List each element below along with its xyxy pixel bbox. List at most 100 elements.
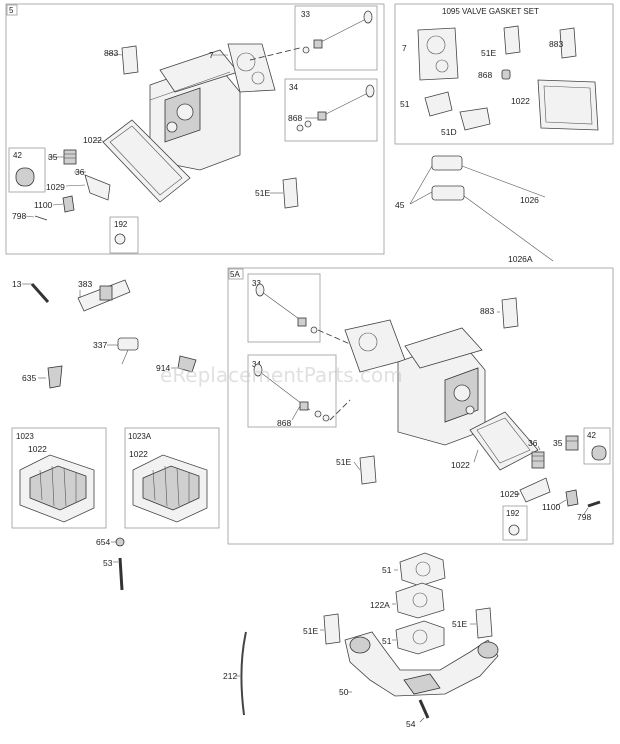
gasket-51e-upper: [282, 177, 299, 209]
label-337: 337: [93, 340, 107, 350]
rocker-stud-1100-upper: [62, 195, 75, 213]
label-1022: 1022: [451, 460, 470, 470]
group-box-34-lower: [247, 354, 337, 428]
label-212: 212: [223, 671, 237, 681]
label-51e: 51E: [452, 619, 467, 629]
label-7: 7: [402, 43, 407, 53]
gasket-set-7: [417, 27, 459, 81]
group-box-5: [5, 3, 385, 255]
fitting-635: [47, 365, 63, 389]
group-box-1023: [11, 427, 107, 529]
clip-914: [177, 355, 197, 373]
group-box-192-upper: [109, 216, 139, 254]
label-45: 45: [395, 200, 405, 210]
label-51e: 51E: [336, 457, 351, 467]
label-1026: 1026: [520, 195, 539, 205]
bolt-13: [30, 283, 50, 303]
group-title-1023: 1023: [16, 432, 34, 441]
label-51: 51: [382, 565, 392, 575]
gasket-set-868: [501, 69, 511, 80]
label-51: 51: [400, 99, 410, 109]
label-1022: 1022: [28, 444, 47, 454]
group-tag-5: [6, 4, 18, 16]
stud-53: [118, 557, 124, 591]
group-box-42-lower: [583, 427, 611, 465]
label-54: 54: [406, 719, 416, 729]
gasket-122a: [395, 582, 445, 619]
nut-192-lower: [508, 524, 520, 536]
group-title-33-upper: 33: [301, 10, 310, 19]
label-883: 883: [104, 48, 118, 58]
valve-33-upper: [302, 10, 373, 54]
group-box-42-upper: [8, 147, 46, 193]
group-title-33-lower: 33: [252, 279, 261, 288]
label-7: 7: [209, 50, 214, 60]
label-883: 883: [549, 39, 563, 49]
spring-35-upper: [63, 149, 77, 165]
group-box-gasket-set: [394, 3, 614, 145]
gasket-set-51: [424, 91, 453, 117]
group-title-gasket-set: 1095 VALVE GASKET SET: [442, 7, 539, 16]
retainer-42-upper: [15, 167, 35, 187]
label-798: 798: [577, 512, 591, 522]
label-122a: 122A: [370, 600, 390, 610]
group-title-192-lower: 192: [506, 509, 520, 518]
retainer-42-lower: [591, 445, 607, 461]
label-51e: 51E: [481, 48, 496, 58]
cylinder-head-lower: [397, 327, 486, 446]
label-1022: 1022: [511, 96, 530, 106]
nut-654: [115, 537, 125, 547]
nut-192-upper: [114, 233, 126, 245]
group-title-42-lower: 42: [587, 431, 596, 440]
valve-cover-1023a: [132, 454, 208, 523]
bolt-798-lower: [587, 500, 601, 508]
label-1029: 1029: [46, 182, 65, 192]
label-36: 36: [75, 167, 85, 177]
breather-383: [77, 279, 131, 312]
label-53: 53: [103, 558, 113, 568]
wire-212: [240, 631, 247, 716]
label-1100: 1100: [542, 502, 561, 512]
rocker-arm-1029-lower: [519, 477, 551, 503]
label-35: 35: [553, 438, 563, 448]
label-798: 798: [12, 211, 26, 221]
label-635: 635: [22, 373, 36, 383]
label-13: 13: [12, 279, 22, 289]
group-title-1023a: 1023A: [128, 432, 152, 441]
spring-36-lower: [531, 451, 545, 469]
gasket-1022-lower: [469, 411, 539, 471]
label-51e: 51E: [255, 188, 270, 198]
gasket-51e-lower: [359, 455, 377, 485]
rocker-arm-1029-upper: [84, 174, 111, 201]
valve-34-upper: [296, 84, 375, 132]
group-box-192-lower: [502, 505, 528, 541]
cylinder-head-upper: [149, 49, 241, 171]
label-868: 868: [277, 418, 291, 428]
gasket-set-883: [559, 27, 577, 59]
label-383: 383: [78, 279, 92, 289]
label-914: 914: [156, 363, 170, 373]
exhaust-manifold-50: [344, 631, 499, 697]
gasket-51-upper-exhaust: [399, 552, 446, 587]
dash-line-lower: [317, 329, 351, 421]
fitting-337: [117, 337, 139, 365]
label-1026a: 1026A: [508, 254, 533, 264]
gasket-51e-exhaust-right: [475, 607, 493, 639]
label-1100: 1100: [34, 200, 53, 210]
label-35: 35: [48, 152, 58, 162]
gasket-set-51d: [459, 107, 491, 131]
label-1022: 1022: [83, 135, 102, 145]
gasket-883-upper: [121, 45, 139, 75]
gasket-7-upper: [227, 43, 276, 93]
group-box-34-upper: [284, 78, 378, 142]
gasket-set-51e: [503, 25, 521, 55]
label-868: 868: [288, 113, 302, 123]
gasket-set-1022: [537, 79, 599, 131]
rocker-stud-1100-lower: [565, 489, 579, 507]
group-box-5a: [227, 267, 614, 545]
gasket-51-lower-exhaust: [395, 620, 445, 655]
group-tag-5a: [228, 268, 244, 280]
gasket-883-lower: [501, 297, 519, 329]
bolt-798-upper: [34, 215, 48, 221]
